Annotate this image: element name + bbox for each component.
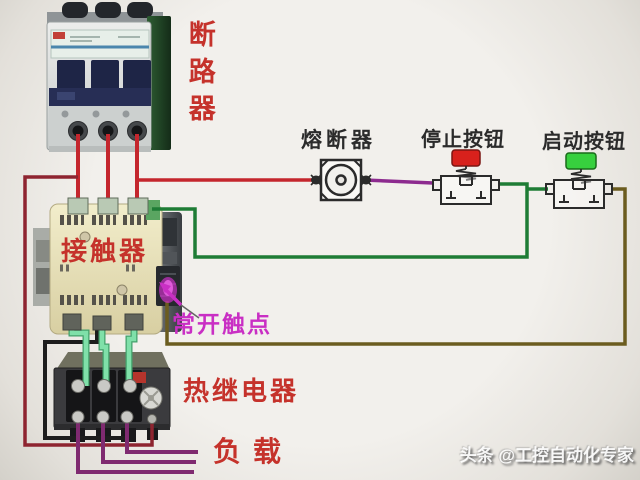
start-button-plunger: [572, 180, 586, 190]
wire-load2: [101, 420, 196, 464]
breaker-sticker-text-lines: [70, 36, 140, 42]
stop-button-spring: [455, 166, 477, 181]
stop-button-contacts: [446, 191, 486, 199]
stop-button-body: [440, 175, 492, 205]
relay-screw-icon: [96, 410, 110, 424]
start-button-spring: [570, 169, 592, 184]
contactor-screw-icon: [79, 231, 91, 243]
circuit-breaker-photo: [46, 2, 171, 152]
relay-top-face: [56, 352, 170, 370]
relay-bottom-strip: [54, 424, 170, 430]
start-button-contacts: [559, 195, 599, 203]
wire-coil-to-relay-contact: [43, 320, 126, 440]
relay-screw-icon: [123, 379, 137, 393]
breaker-screw-icon: [92, 110, 100, 118]
fuse-symbol: [310, 158, 372, 202]
start-button-symbol: [545, 152, 613, 209]
contactor-top-terminal: [97, 197, 119, 215]
breaker-side-face: [147, 16, 171, 150]
breaker-top-knob: [127, 2, 153, 18]
contactor-screw-icon: [116, 284, 128, 296]
load-label: 负载: [213, 436, 294, 467]
fuse-terminal-marks: [310, 174, 372, 186]
breaker-screw-icon: [61, 110, 69, 118]
normally-open-contact-label: 常开触点: [172, 311, 272, 337]
breaker-sticker: [50, 29, 150, 59]
relay-screws: [71, 379, 157, 424]
breaker-screw-icon: [122, 110, 130, 118]
contactor-top-terminal: [127, 197, 149, 215]
wire-control-return: [23, 175, 154, 447]
wire-load3: [125, 420, 198, 454]
breaker-bottom-strip: [49, 146, 151, 152]
contactor-label: 接触器: [61, 236, 149, 266]
nc-pointer-line: [180, 304, 200, 319]
relay-screw-icon: [120, 410, 134, 424]
thermal-relay-label: 热继电器: [183, 376, 300, 406]
relay-screw-icon: [97, 379, 111, 393]
relay-screw-icon: [71, 410, 85, 424]
fuse-center: [335, 174, 347, 186]
contactor-photo: [33, 200, 182, 335]
start-button-body: [553, 179, 605, 209]
relay-red-tab: [133, 372, 146, 383]
relay-screw-icon: [71, 379, 85, 393]
contactor-terminal-blocks: [62, 197, 149, 331]
wire-mint2: [99, 318, 109, 386]
start-button-cap: [565, 152, 597, 170]
contactor-bottom-terminal: [62, 313, 82, 331]
wire-load1: [76, 420, 194, 474]
start-button-terminal-right: [603, 183, 613, 195]
wire-fuse-to-stop: [363, 178, 434, 185]
relay-dial-center: [148, 395, 154, 401]
breaker-toggle: [91, 60, 119, 90]
breaker-toggle: [57, 60, 85, 90]
contactor-left-slot: [36, 240, 50, 262]
watermark: 头条 @工控自动化专家: [459, 446, 634, 465]
start-button-label: 启动按钮: [542, 131, 626, 153]
contactor-left-slot: [36, 268, 50, 294]
contactor-top-terminal: [67, 197, 89, 215]
wire-stop-to-aux-contact: [152, 182, 529, 259]
contactor-bottom-terminal: [124, 313, 144, 331]
wires: [23, 134, 627, 474]
breaker-label: 断路器: [184, 20, 215, 131]
start-button-terminal-left: [545, 183, 555, 195]
breaker-brand-mark: [53, 32, 65, 39]
stop-button-symbol: [432, 149, 500, 205]
stop-button-cap: [451, 149, 481, 167]
stop-button-plunger: [459, 176, 473, 186]
stop-button-terminal-left: [432, 179, 442, 191]
breaker-top-knob: [95, 2, 121, 18]
stop-button-label: 停止按钮: [421, 129, 505, 151]
stop-button-terminal-right: [490, 179, 500, 191]
relay-nc-screw-icon: [147, 414, 157, 424]
wire-start-to-aux-contact: [165, 187, 627, 346]
breaker-toggle: [123, 60, 151, 90]
nc-arrow-shaft: [164, 288, 183, 307]
fuse-corner-notches: [320, 159, 362, 201]
nc-arrow-head-icon: [159, 282, 171, 293]
aux-contact-annotation: [159, 277, 200, 319]
contactor-bottom-terminal: [92, 315, 112, 331]
breaker-toggle-notch: [57, 92, 75, 100]
fuse-label: 熔断器: [301, 129, 376, 152]
breaker-top-knob: [62, 2, 88, 18]
